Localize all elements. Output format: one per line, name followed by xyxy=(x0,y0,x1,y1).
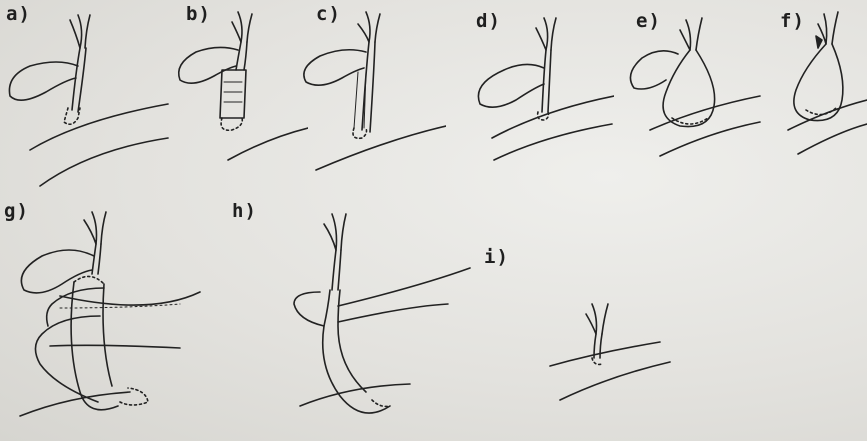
diagram-a-gallbladder-cystic-stump xyxy=(0,0,170,200)
diagram-d-short-stump xyxy=(464,0,614,200)
diagram-i-short-stump-bowel xyxy=(520,280,720,441)
diagram-c-gallbladder-stent xyxy=(296,0,446,200)
diagram-h-loop xyxy=(280,196,510,441)
diagram-b-gallbladder-tube xyxy=(168,0,308,200)
diagram-g-roux-en-y xyxy=(0,196,230,441)
panel-label-h: h) xyxy=(232,200,257,222)
diagram-f-dilated-duct-clip xyxy=(768,0,867,200)
diagram-e-dilated-duct xyxy=(620,0,770,200)
